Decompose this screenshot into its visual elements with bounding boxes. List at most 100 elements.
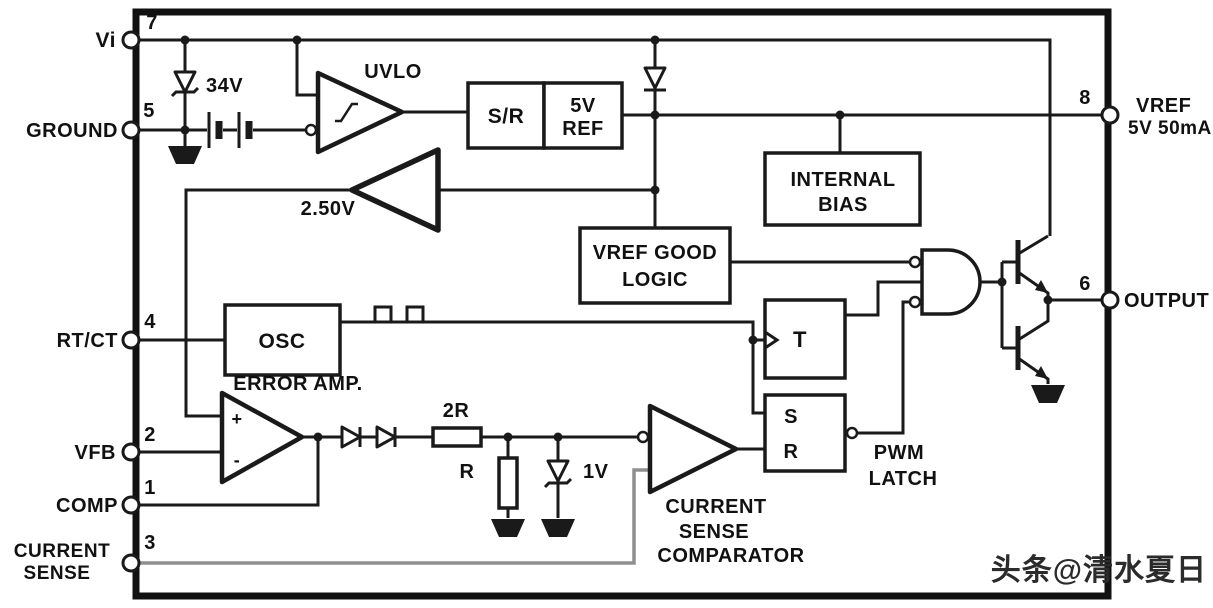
error-amp-minus: -: [234, 450, 241, 470]
emitter-arrow: [1035, 366, 1048, 379]
pin-ground-label: GROUND: [26, 120, 118, 142]
pin-comp-label: COMP: [56, 495, 118, 517]
emitter-arrow: [1035, 280, 1048, 293]
clock-waveform-icon: [373, 305, 425, 322]
vref-good-line1: VREF GOOD: [593, 242, 718, 264]
series-diode-1: [340, 425, 362, 449]
zener-34v-triangle: [173, 70, 197, 94]
hysteresis-icon: [335, 102, 358, 123]
zener-34v: [170, 70, 200, 98]
pin-5-circle: [121, 120, 141, 140]
pin-vfb-label: VFB: [75, 442, 117, 464]
zener-1v-bar: [543, 477, 573, 489]
series-diode-1-triangle: [340, 425, 362, 449]
junction-dot: [650, 35, 660, 45]
vref-good-logic-block: [578, 226, 732, 305]
ground-symbol: [541, 519, 575, 537]
latch-output-bubble: [845, 426, 859, 440]
internal-bias-line1: INTERNAL: [790, 169, 895, 191]
pin-8-circle: [1100, 105, 1120, 125]
pin-4-circle: [121, 330, 141, 350]
pin-5-number: 5: [143, 100, 155, 122]
junction-dot: [553, 432, 563, 442]
comparator-input-bubble: [636, 430, 650, 444]
pin-8-number: 8: [1079, 87, 1091, 109]
battery-cells: [207, 112, 253, 148]
resistor-r-label: R: [460, 461, 475, 483]
ref-2v5-label: 2.50V: [301, 198, 356, 220]
sr-label: S/R: [488, 105, 525, 128]
junction-dot: [313, 432, 323, 442]
junction-dot: [292, 35, 302, 45]
toggle-flipflop-block: [763, 298, 847, 380]
current-sense-wire: [140, 468, 650, 565]
uvlo-label: UVLO: [364, 61, 422, 83]
clock-input-icon: [764, 330, 780, 350]
ref-5v-line1: 5V: [570, 95, 596, 117]
uvlo-comparator: [315, 70, 405, 155]
pin-vi-label: Vi: [96, 29, 116, 52]
ref-5v-line2: REF: [562, 118, 604, 140]
zener-1v-triangle: [546, 459, 570, 483]
cs-comp-line2: SENSE: [679, 521, 749, 543]
resistor-2r-label: 2R: [443, 400, 470, 422]
pwm-latch-line2: LATCH: [869, 468, 938, 490]
output-transistor-bottom: [1015, 300, 1050, 384]
junction-dot: [180, 125, 190, 135]
vref-diode: [643, 66, 667, 92]
pin-output-label: OUTPUT: [1124, 290, 1209, 312]
watermark-text: 头条@清水夏日: [991, 554, 1207, 587]
pin-1-circle: [121, 495, 141, 515]
pin-vref-label: VREF: [1136, 95, 1191, 117]
gate-input-bubble: [908, 295, 922, 309]
zener-1v-label: 1V: [583, 461, 609, 483]
pin-2-number: 2: [144, 424, 156, 446]
pin-1-number: 1: [144, 477, 156, 499]
zener-34v-label: 34V: [206, 75, 243, 97]
cs-comp-line3: COMPARATOR: [657, 545, 804, 567]
internal-bias-block: [763, 151, 922, 227]
gate-input-bubble: [908, 255, 922, 269]
error-amp-plus: +: [231, 409, 242, 429]
junction-dot: [748, 335, 758, 345]
pin-vref-sub-label: 5V 50mA: [1128, 118, 1212, 139]
latch-r-label: R: [784, 441, 799, 463]
osc-label: OSC: [258, 330, 305, 353]
series-diode-2-triangle: [375, 425, 397, 449]
pin-2-circle: [121, 442, 141, 462]
vref-good-line2: LOGIC: [622, 269, 688, 291]
pin-3-number: 3: [144, 532, 156, 554]
series-diode-2: [375, 425, 397, 449]
battery-short-plates: [215, 121, 253, 139]
internal-bias-line2: BIAS: [818, 194, 868, 216]
zener-34v-bar: [170, 86, 200, 98]
resistor-2r: [431, 426, 483, 448]
error-amplifier: [219, 390, 305, 485]
pin-rtct-label: RT/CT: [57, 330, 118, 352]
cs-comp-line1: CURRENT: [665, 496, 766, 518]
ref-2v5-amplifier: [349, 147, 441, 233]
error-amp-label: ERROR AMP.: [233, 373, 362, 395]
ground-symbol: [168, 146, 202, 164]
pin-4-number: 4: [144, 311, 156, 333]
ground-symbol: [1031, 385, 1065, 403]
resistor-r: [497, 456, 519, 510]
junction-dot: [650, 110, 660, 120]
output-transistor-top: [1015, 234, 1050, 300]
ground-symbol: [491, 519, 525, 537]
pin-7-number: 7: [146, 12, 158, 34]
nor-gate: [920, 248, 982, 316]
zener-1v: [543, 459, 573, 489]
current-sense-comparator: [647, 403, 739, 495]
junction-dots: [180, 35, 1053, 442]
pin-6-circle: [1100, 290, 1120, 310]
toggle-ff-label: T: [793, 327, 807, 352]
battery-long-plates: [207, 112, 241, 148]
junction-dot: [997, 277, 1007, 287]
junction-dot: [650, 185, 660, 195]
pwm-latch-line1: PWM: [874, 442, 924, 464]
pin-3-circle: [121, 553, 141, 573]
pin-current-sense-label-1: CURRENT: [14, 541, 110, 562]
